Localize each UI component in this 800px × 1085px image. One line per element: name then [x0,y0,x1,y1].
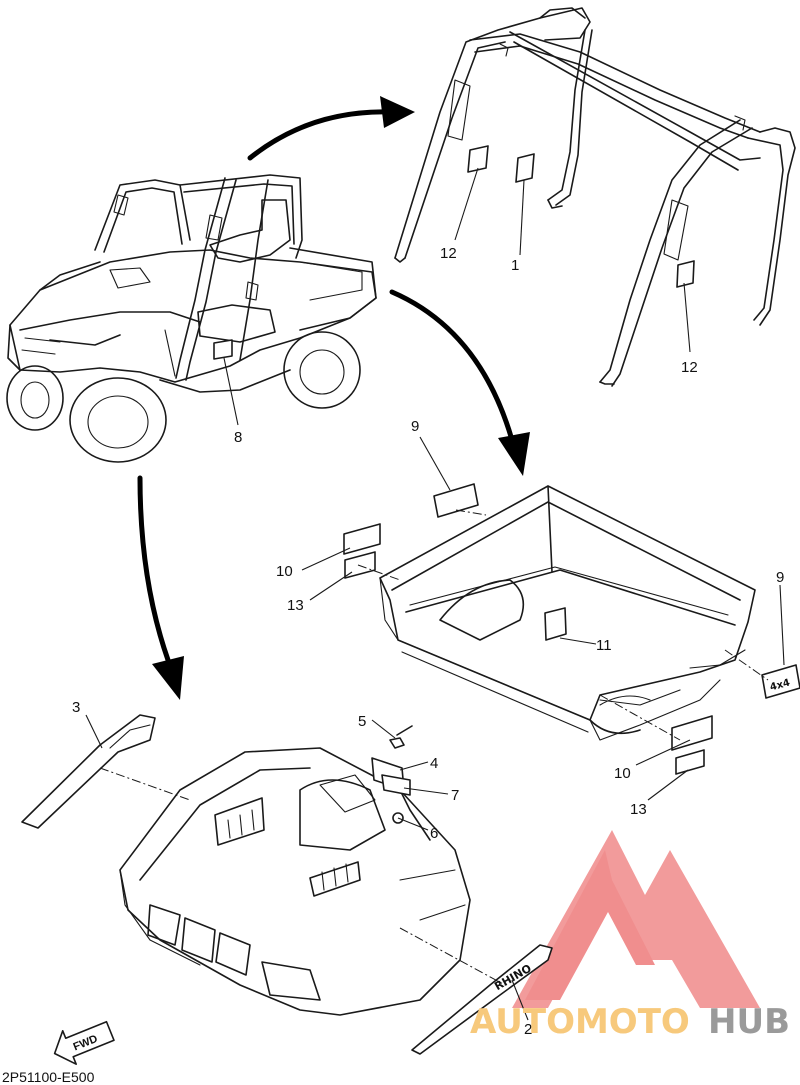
arrow-to-roll-cage [247,96,415,161]
watermark-auto-text: AUTOMOTO [470,1002,690,1042]
callout-3: 3 [72,699,80,716]
decal-13-left-shape [344,551,376,579]
callout-10-right: 10 [614,765,631,782]
drawing-code: 2P51100-E500 [2,1069,95,1085]
dash-line-2 [399,927,506,986]
roll-cage [394,7,796,387]
watermark-logo [512,830,760,1008]
dash-line-13 [357,564,401,581]
decal-9-top-shape [433,483,479,518]
decal-11-shape [544,607,567,641]
dash-line-3 [99,767,191,801]
callout-8: 8 [234,429,242,446]
decal-10-left-shape [343,523,381,555]
cargo-bed: 4x4 [343,483,800,775]
arrow-to-hood [137,475,184,700]
decal-10-right-shape [671,715,713,751]
arrow-to-cargo-bed [389,289,530,476]
decal-12-left-shape [467,145,489,173]
callout-6: 6 [430,825,438,842]
callout-13-right: 13 [630,801,647,818]
decal-8-shape [213,339,233,360]
callout-labels: 12 1 12 8 9 10 13 11 9 10 13 3 5 4 7 6 2 [72,245,784,1038]
dash-line-9r [724,649,769,681]
callout-4: 4 [430,755,438,772]
leader-lines [85,167,785,1021]
dash-line-10r [599,694,681,741]
callout-13-left: 13 [287,597,304,614]
callout-10-left: 10 [276,563,293,580]
vehicle-overview [6,174,377,463]
callout-11: 11 [596,637,612,654]
decal-13-right-shape [675,749,705,775]
decal-9-right-shape [761,664,800,699]
decal-12-right-shape [676,260,695,288]
callout-5: 5 [358,713,366,730]
callout-7: 7 [451,787,459,804]
decal-1-shape [515,153,535,183]
watermark-hub-text: HUB [708,1002,790,1042]
stripe-decal-3 [21,714,156,829]
dash-line-9 [455,509,487,516]
callout-12-left: 12 [440,245,457,262]
part-7-shape [381,774,411,796]
callout-12-right: 12 [681,359,698,376]
decal-4x4-text: 4x4 [769,678,792,694]
callout-2: 2 [524,1021,532,1038]
callout-9-right: 9 [776,569,784,586]
callout-9-top: 9 [411,418,419,435]
fwd-indicator: FWD [53,1020,115,1065]
front-hood [119,725,471,1016]
callout-1: 1 [511,257,519,274]
